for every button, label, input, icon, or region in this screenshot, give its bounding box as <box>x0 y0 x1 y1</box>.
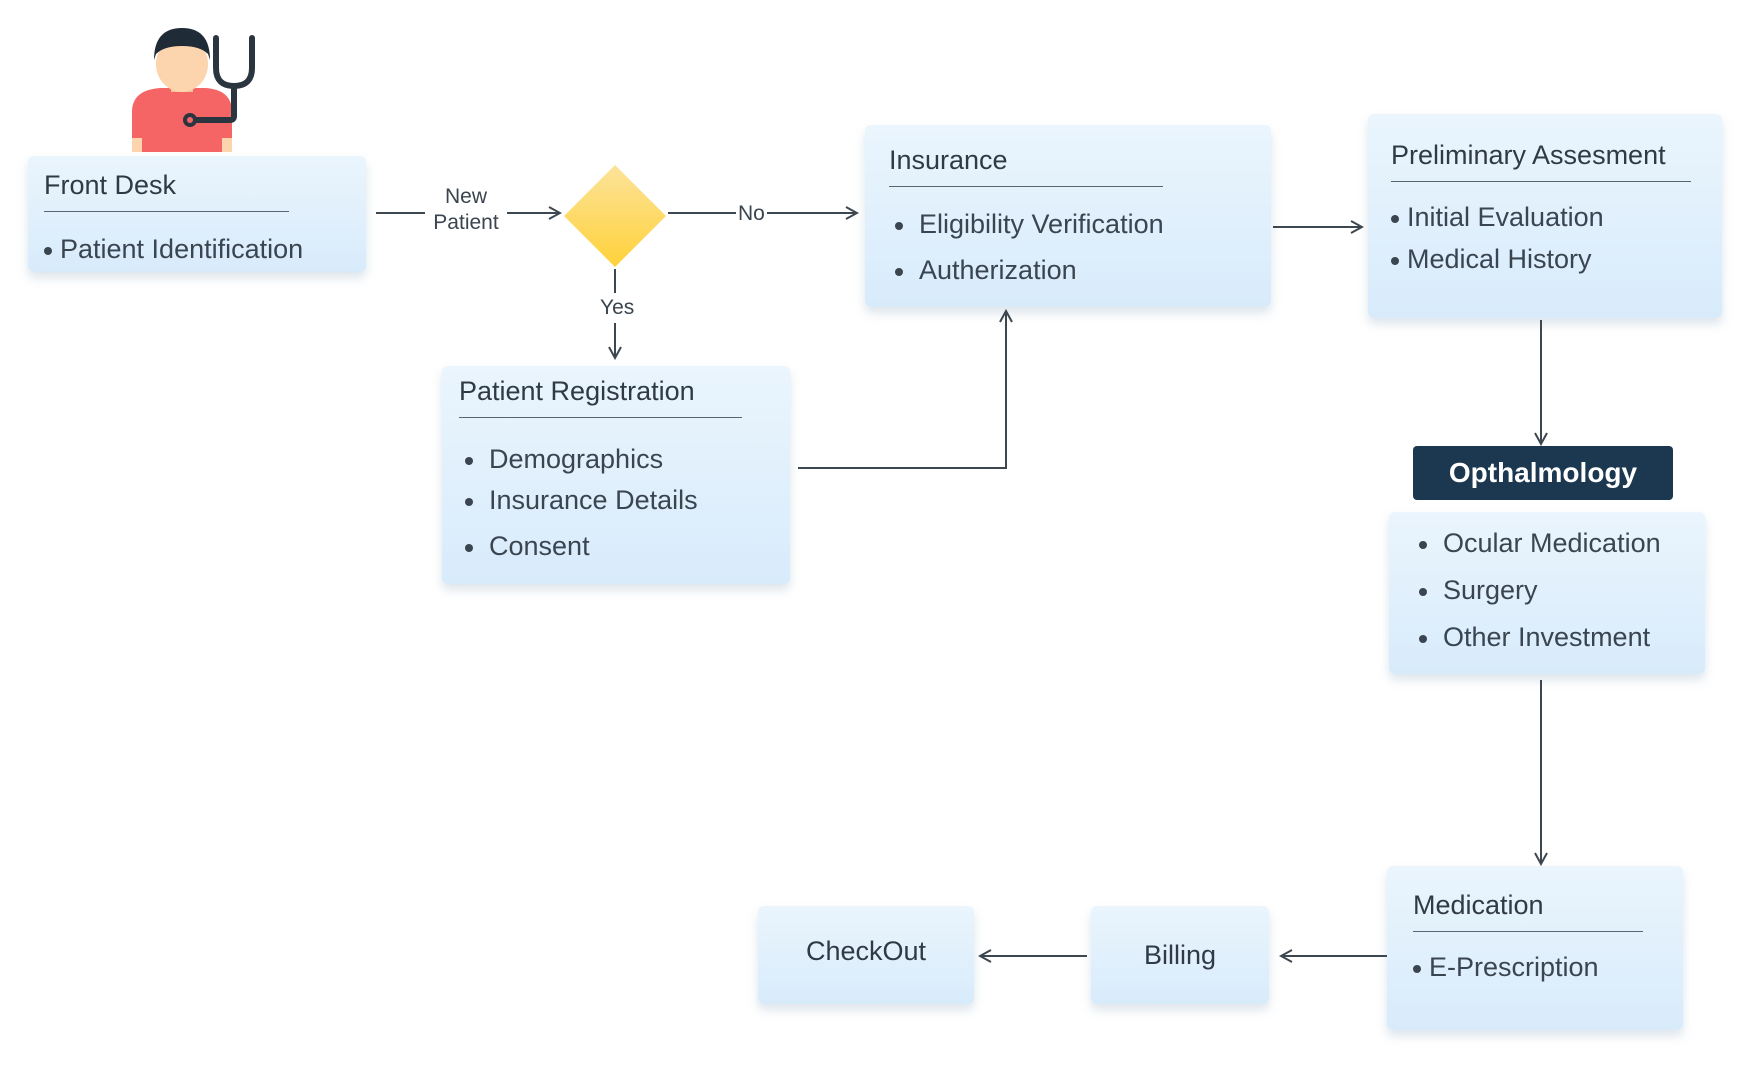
checkout-label: CheckOut <box>805 936 927 966</box>
front-desk-title: Front Desk <box>44 170 177 200</box>
ophthalmology-item-surgery: Surgery <box>1413 577 1661 604</box>
patient-registration-box: Patient Registration Demographics Insura… <box>442 366 790 584</box>
front-desk-item: Patient Identification <box>44 236 303 263</box>
checkout-box: CheckOut <box>758 906 974 1004</box>
ophthalmology-item-other-investment: Other Investment <box>1413 624 1661 651</box>
preliminary-assessment-box: Preliminary Assesment Initial Evaluation… <box>1368 114 1722 318</box>
ophthalmology-item-ocular-medication: Ocular Medication <box>1413 530 1661 557</box>
edge-label-yes: Yes <box>598 293 637 324</box>
preliminary-item-initial-evaluation: Initial Evaluation <box>1391 204 1604 231</box>
ophthalmology-header: Opthalmology <box>1413 446 1673 500</box>
registration-item-insurance-details: Insurance Details <box>459 487 698 514</box>
insurance-item-authorization: Autherization <box>889 257 1164 284</box>
doctor-icon <box>132 28 255 152</box>
insurance-title: Insurance <box>889 145 1008 175</box>
edge-label-new-patient: New Patient <box>425 184 507 237</box>
front-desk-rule <box>44 211 289 212</box>
preliminary-rule <box>1391 181 1691 182</box>
billing-label: Billing <box>1143 940 1217 970</box>
preliminary-item-medical-history: Medical History <box>1391 246 1604 273</box>
patient-registration-title: Patient Registration <box>459 376 695 406</box>
insurance-rule <box>889 186 1163 187</box>
insurance-box: Insurance Eligibility Verification Authe… <box>865 125 1271 307</box>
front-desk-box: Front Desk Patient Identification <box>28 156 366 272</box>
edge-label-no: No <box>736 201 767 228</box>
medication-box: Medication E-Prescription <box>1387 866 1683 1030</box>
edge-label-new: New <box>444 185 487 208</box>
medication-title: Medication <box>1413 890 1544 920</box>
preliminary-title: Preliminary Assesment <box>1391 140 1666 170</box>
decision-diamond <box>564 165 666 267</box>
edge-label-patient: Patient <box>433 211 499 235</box>
registration-item-consent: Consent <box>459 533 698 560</box>
insurance-item-eligibility: Eligibility Verification <box>889 211 1164 238</box>
registration-item-demographics: Demographics <box>459 446 698 473</box>
edge-registration-insurance <box>798 311 1006 469</box>
billing-box: Billing <box>1091 906 1269 1004</box>
ophthalmology-box: Ocular Medication Surgery Other Investme… <box>1389 512 1705 674</box>
medication-rule <box>1413 931 1643 932</box>
patient-registration-rule <box>459 417 742 418</box>
medication-item-e-prescription: E-Prescription <box>1413 954 1599 981</box>
